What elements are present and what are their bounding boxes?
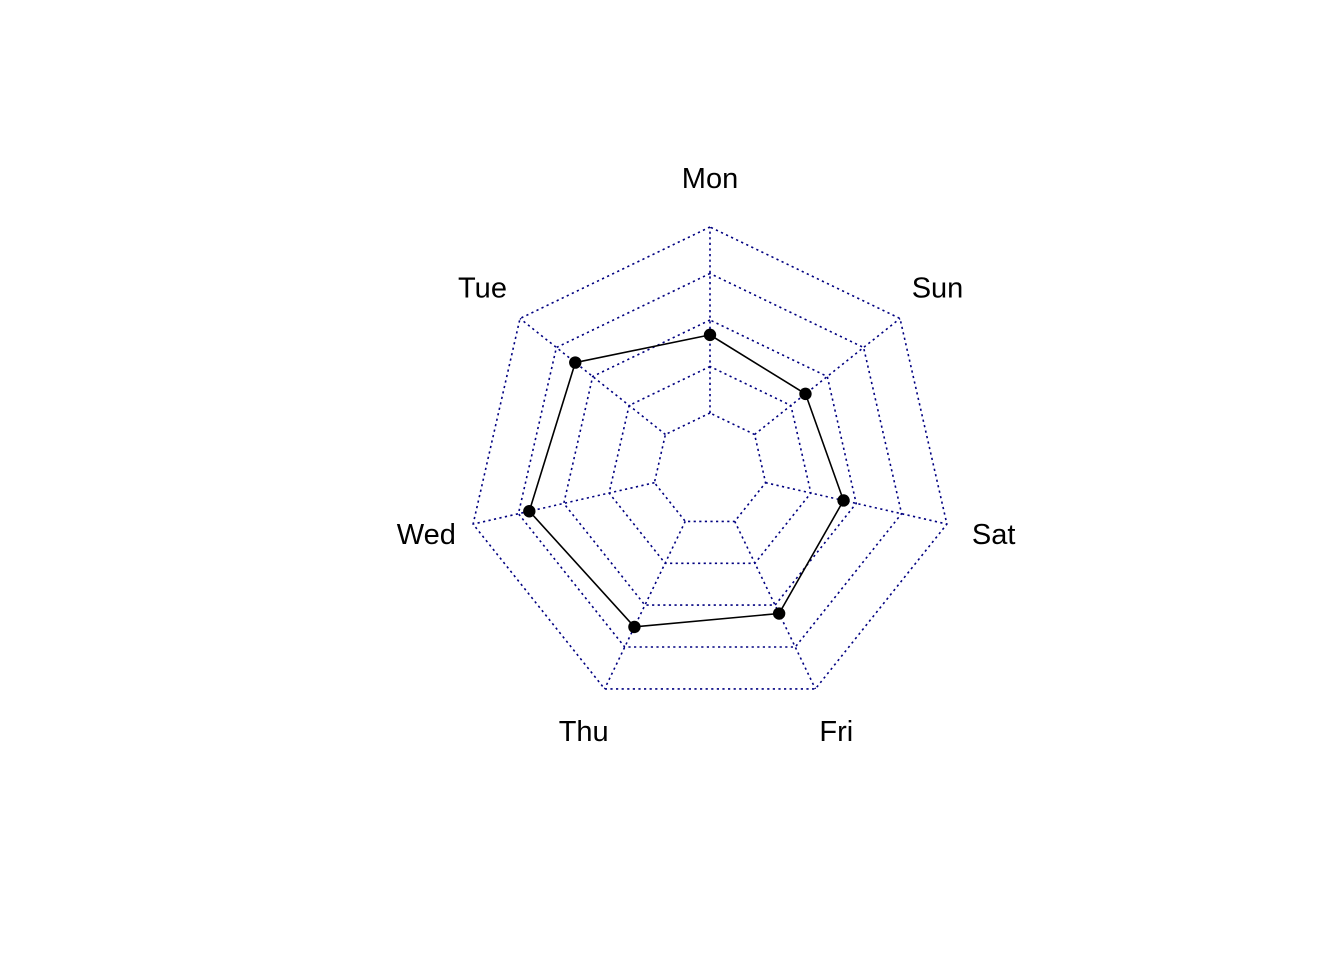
data-point <box>569 356 582 369</box>
axis-label-sun: Sun <box>912 273 964 305</box>
axis-label-thu: Thu <box>559 716 609 748</box>
axis-label-fri: Fri <box>819 716 853 748</box>
grid-spoke <box>734 521 817 690</box>
data-point <box>837 494 850 507</box>
series-line <box>528 334 845 628</box>
data-point <box>523 505 536 518</box>
grid-spoke <box>603 521 686 690</box>
axis-label-wed: Wed <box>397 519 456 551</box>
radar-series <box>523 328 850 634</box>
grid-spoke <box>472 481 655 525</box>
data-point <box>772 607 786 620</box>
grid-ring <box>562 319 858 606</box>
axis-label-sat: Sat <box>972 519 1016 551</box>
axis-label-tue: Tue <box>458 273 507 305</box>
grid-ring <box>653 412 767 523</box>
data-point <box>703 328 717 342</box>
grid-ring <box>608 365 812 565</box>
data-point <box>628 620 641 634</box>
radar-grid <box>472 226 948 690</box>
axis-label-mon: Mon <box>682 163 738 195</box>
data-point <box>799 387 812 401</box>
